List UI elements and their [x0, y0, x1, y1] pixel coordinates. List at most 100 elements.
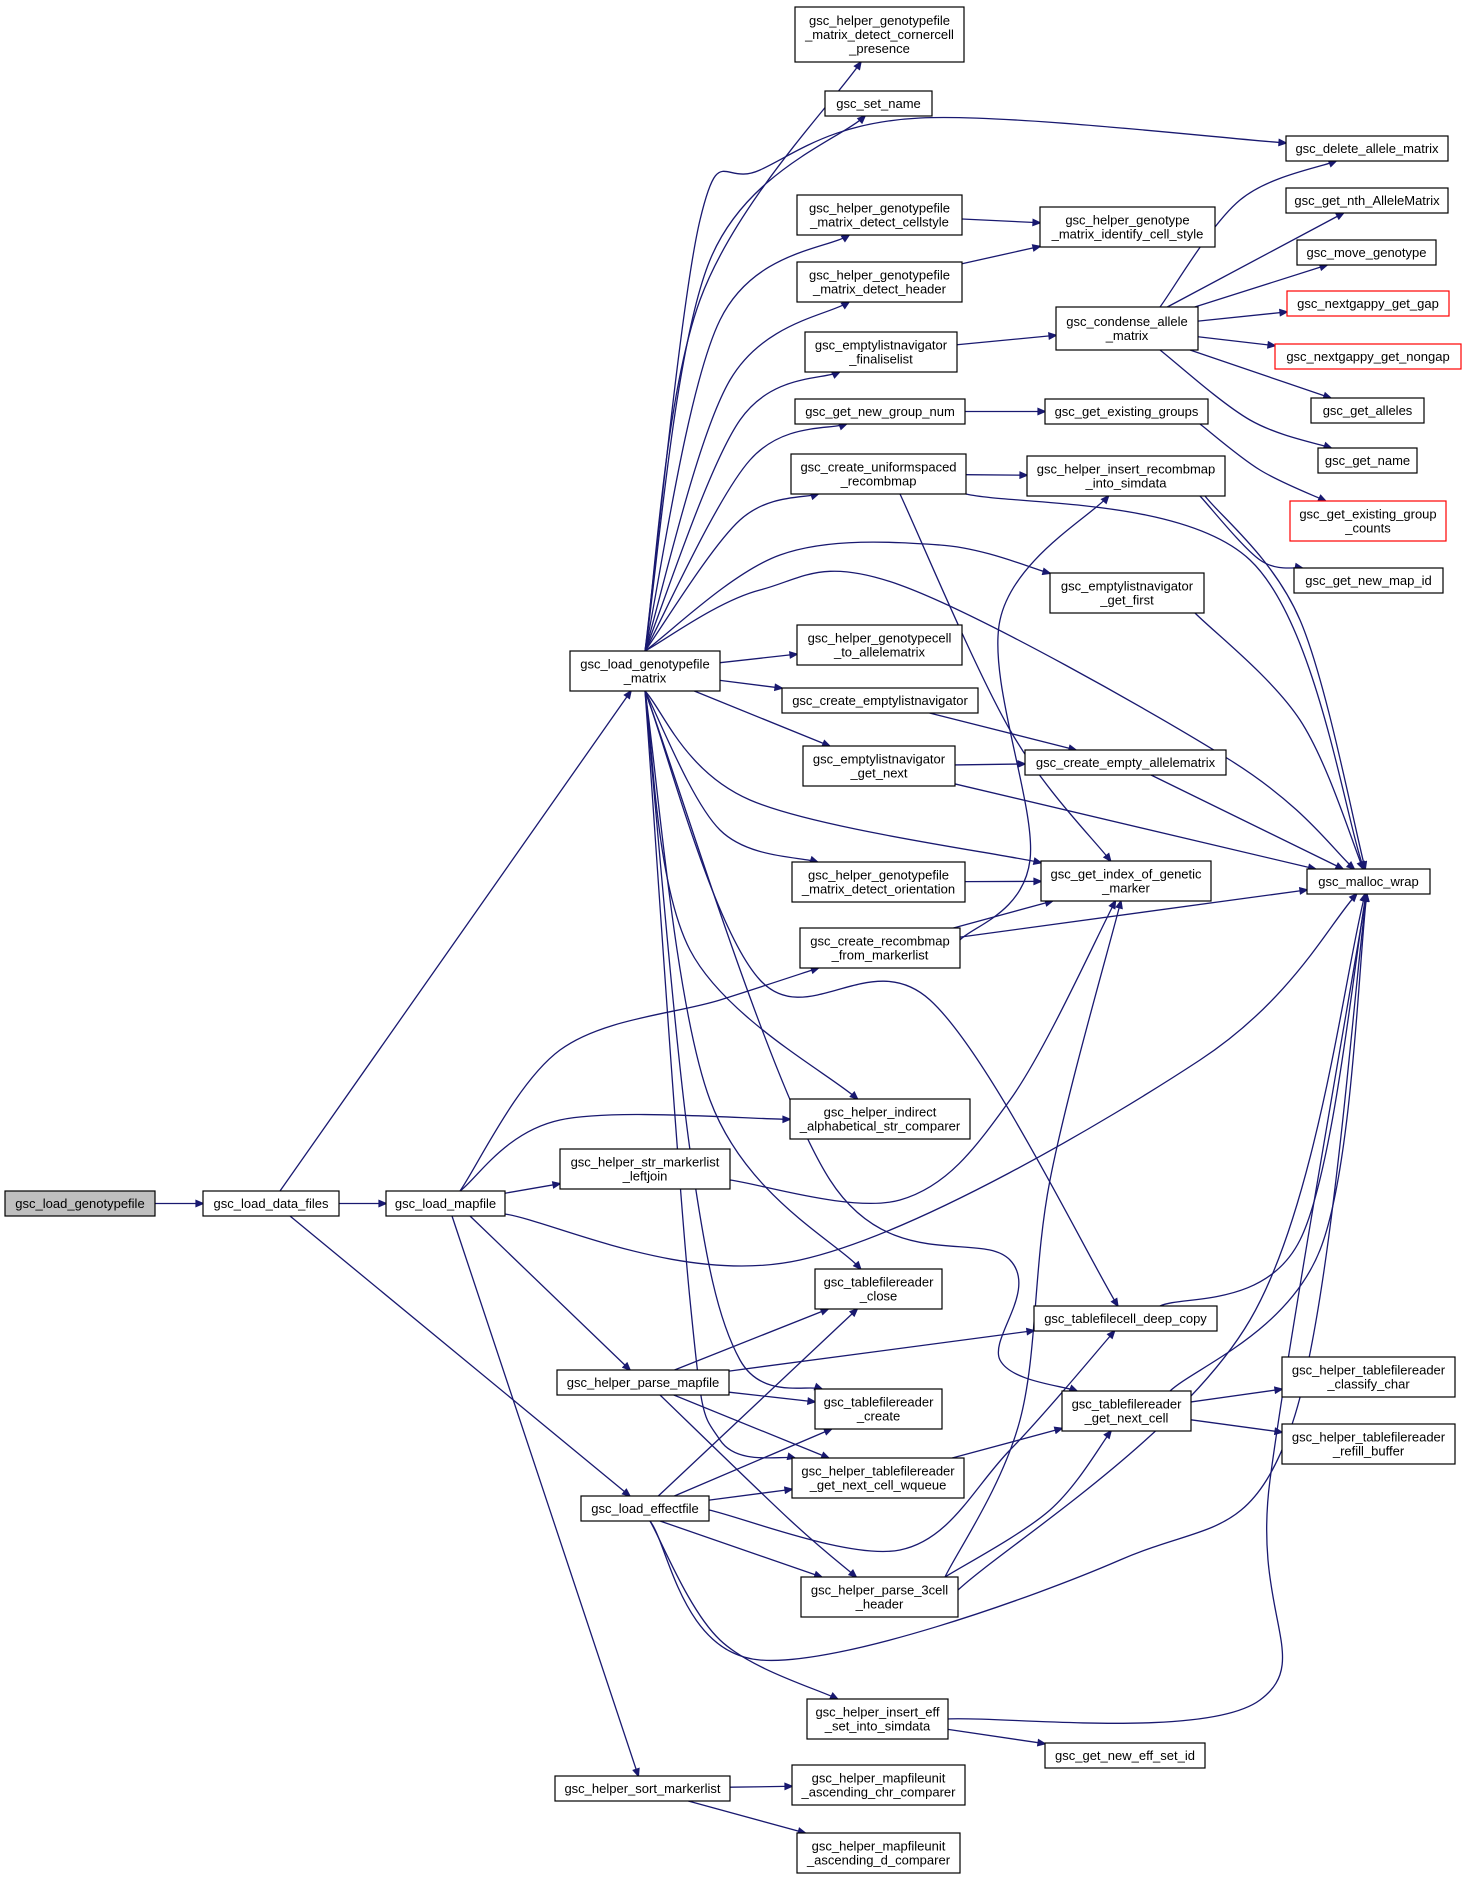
- function-node-n41[interactable]: gsc_tablefilereader_get_next_cell: [1061, 1390, 1192, 1432]
- node-box: [1044, 1742, 1206, 1769]
- function-node-n48[interactable]: gsc_helper_sort_markerlist: [554, 1775, 731, 1802]
- node-box: [1061, 1390, 1192, 1432]
- function-node-n07[interactable]: gsc_delete_allele_matrix: [1285, 135, 1449, 162]
- node-label-line: gsc_nextgappy_get_gap: [1297, 296, 1439, 311]
- function-node-n42[interactable]: gsc_helper_tablefilereader_refill_buffer: [1281, 1423, 1456, 1465]
- function-node-n22[interactable]: gsc_helper_insert_recombmap_into_simdata: [1026, 455, 1226, 497]
- function-node-n01[interactable]: gsc_load_genotypefile: [4, 1190, 156, 1217]
- edge-n04-to-n27: [719, 679, 782, 688]
- function-node-n18[interactable]: gsc_get_new_group_num: [794, 398, 966, 425]
- function-node-n35[interactable]: gsc_helper_str_markerlist_leftjoin: [559, 1148, 731, 1190]
- function-node-n13[interactable]: gsc_nextgappy_get_gap: [1286, 290, 1450, 317]
- node-label-line: _ascending_chr_comparer: [801, 1785, 957, 1800]
- function-node-n08[interactable]: gsc_helper_genotypefile_matrix_detect_ce…: [796, 194, 963, 236]
- function-node-n15[interactable]: gsc_emptylistnavigator_finaliselist: [804, 331, 958, 373]
- function-node-n27[interactable]: gsc_create_emptylistnavigator: [781, 687, 979, 714]
- node-label-line: _matrix_detect_orientation: [801, 882, 955, 897]
- node-label-line: _marker: [1101, 881, 1150, 896]
- function-node-n50[interactable]: gsc_helper_mapfileunit_ascending_d_compa…: [796, 1832, 961, 1874]
- edge-n33-to-n30: [959, 890, 1307, 938]
- function-node-n17[interactable]: gsc_get_alleles: [1310, 397, 1425, 424]
- function-node-n21[interactable]: gsc_create_uniformspaced_recombmap: [790, 453, 967, 495]
- node-box: [790, 453, 967, 495]
- node-label-line: gsc_helper_tablefilereader: [801, 1464, 955, 1479]
- function-node-n45[interactable]: gsc_helper_parse_3cell_header: [800, 1576, 959, 1618]
- node-label-line: gsc_get_new_eff_set_id: [1055, 1748, 1195, 1763]
- edge-n04-to-n25: [644, 541, 1050, 652]
- function-node-n34[interactable]: gsc_helper_indirect_alphabetical_str_com…: [789, 1098, 971, 1140]
- edge-n04-to-n07: [644, 116, 1286, 652]
- function-node-n10[interactable]: gsc_get_nth_AlleleMatrix: [1285, 187, 1449, 214]
- node-label-line: _finaliselist: [848, 352, 913, 367]
- node-box: [1306, 868, 1431, 895]
- edge-n04-to-n18: [644, 424, 846, 652]
- node-box: [806, 1698, 949, 1740]
- function-node-n04[interactable]: gsc_load_genotypefile_matrix: [569, 650, 721, 692]
- function-node-n43[interactable]: gsc_helper_tablefilereader_get_next_cell…: [791, 1457, 965, 1499]
- node-label-line: _get_next_cell_wqueue: [809, 1478, 947, 1493]
- node-box: [791, 1457, 965, 1499]
- node-box: [791, 1764, 966, 1806]
- node-label-line: gsc_helper_genotypefile: [809, 201, 950, 216]
- function-node-n36[interactable]: gsc_tablefilereader_close: [814, 1268, 943, 1310]
- edge-n44-to-n37: [708, 1331, 1115, 1553]
- edge-n04-to-n36: [644, 690, 861, 1269]
- function-node-n46[interactable]: gsc_helper_insert_eff_set_into_simdata: [806, 1698, 949, 1740]
- node-box: [1281, 1423, 1456, 1465]
- function-node-n49[interactable]: gsc_helper_mapfileunit_ascending_chr_com…: [791, 1764, 966, 1806]
- function-node-n47[interactable]: gsc_get_new_eff_set_id: [1044, 1742, 1206, 1769]
- node-label-line: gsc_helper_parse_3cell: [811, 1583, 948, 1598]
- edge-n44-to-n45: [659, 1520, 822, 1577]
- function-node-n02[interactable]: gsc_load_data_files: [202, 1190, 340, 1217]
- edge-layer: [155, 62, 1367, 1833]
- node-box: [800, 1576, 959, 1618]
- function-node-n19[interactable]: gsc_get_existing_groups: [1044, 398, 1209, 425]
- function-node-n09[interactable]: gsc_helper_genotype_matrix_identify_cell…: [1039, 206, 1216, 248]
- edge-n04-to-n41: [644, 690, 1077, 1391]
- node-label-line: _close: [859, 1289, 898, 1304]
- function-node-n16[interactable]: gsc_nextgappy_get_nongap: [1274, 343, 1462, 370]
- function-node-n33[interactable]: gsc_create_recombmap_from_markerlist: [799, 927, 961, 969]
- function-node-n28[interactable]: gsc_emptylistnavigator_get_next: [802, 745, 956, 787]
- function-node-n26[interactable]: gsc_helper_genotypecell_to_allelematrix: [796, 624, 963, 666]
- node-label-line: gsc_get_new_map_id: [1305, 573, 1431, 588]
- function-node-n31[interactable]: gsc_helper_genotypefile_matrix_detect_or…: [791, 861, 966, 903]
- function-node-n14[interactable]: gsc_condense_allele_matrix: [1055, 306, 1199, 351]
- function-node-n32[interactable]: gsc_get_index_of_genetic_marker: [1040, 860, 1212, 902]
- edge-n04-to-n08: [644, 235, 849, 652]
- function-node-n24[interactable]: gsc_get_new_map_id: [1293, 567, 1444, 594]
- function-node-n25[interactable]: gsc_emptylistnavigator_get_first: [1049, 572, 1205, 614]
- function-node-n29[interactable]: gsc_create_empty_allelematrix: [1024, 749, 1227, 776]
- function-node-n39[interactable]: gsc_helper_tablefilereader_classify_char: [1281, 1356, 1456, 1398]
- node-label-line: gsc_tablefilereader: [824, 1395, 935, 1410]
- function-node-n44[interactable]: gsc_load_effectfile: [580, 1495, 710, 1522]
- node-box: [796, 624, 963, 666]
- edge-n14-to-n11: [1194, 265, 1327, 308]
- node-box: [1286, 290, 1450, 317]
- function-node-n12[interactable]: gsc_helper_genotypefile_matrix_detect_he…: [796, 261, 963, 303]
- function-node-n06[interactable]: gsc_set_name: [824, 90, 933, 117]
- function-node-n23[interactable]: gsc_get_existing_group_counts: [1289, 500, 1447, 542]
- function-node-n37[interactable]: gsc_tablefilecell_deep_copy: [1033, 1305, 1218, 1332]
- node-label-line: _alphabetical_str_comparer: [799, 1119, 961, 1134]
- edge-n46-to-n47: [947, 1728, 1045, 1743]
- function-node-n03[interactable]: gsc_load_mapfile: [385, 1190, 506, 1217]
- node-label-line: gsc_helper_str_markerlist: [571, 1155, 720, 1170]
- function-node-n40[interactable]: gsc_tablefilereader_create: [814, 1388, 943, 1430]
- function-node-n05[interactable]: gsc_helper_genotypefile_matrix_detect_co…: [794, 6, 965, 63]
- node-label-line: gsc_helper_indirect: [824, 1105, 937, 1120]
- function-node-n38[interactable]: gsc_helper_parse_mapfile: [556, 1369, 730, 1396]
- node-box: [1285, 187, 1449, 214]
- function-node-n11[interactable]: gsc_move_genotype: [1296, 239, 1437, 266]
- edge-n04-to-n34: [644, 690, 858, 1099]
- node-label-line: gsc_create_uniformspaced: [800, 460, 956, 475]
- node-label-line: gsc_load_genotypefile: [15, 1196, 144, 1211]
- function-node-n20[interactable]: gsc_get_name: [1317, 447, 1418, 474]
- edge-n41-to-n30: [1169, 894, 1367, 1392]
- edge-n35-to-n32: [729, 901, 1115, 1204]
- function-node-n30[interactable]: gsc_malloc_wrap: [1306, 868, 1431, 895]
- node-label-line: gsc_condense_allele: [1066, 314, 1187, 329]
- edge-n03-to-n35: [504, 1184, 560, 1194]
- edge-n04-to-n31: [644, 690, 818, 862]
- edge-n04-to-n28: [694, 690, 829, 746]
